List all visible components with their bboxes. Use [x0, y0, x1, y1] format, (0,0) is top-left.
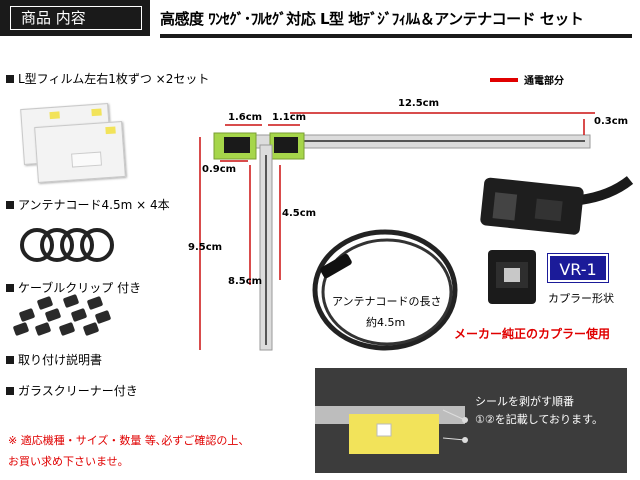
- dim-element-width: 0.3cm: [594, 116, 629, 127]
- bullet-icon: [6, 387, 14, 395]
- bullet-icon: [6, 201, 14, 209]
- dim-total-length: 12.5cm: [398, 98, 440, 109]
- dim-pad-height: 0.9cm: [202, 164, 237, 175]
- powered-part-legend-swatch: [490, 78, 518, 82]
- warning-line-1: ※ 適応機種・サイズ・数量 等､必ずご確認の上、: [8, 434, 250, 447]
- film-pad-right-core: [274, 137, 298, 153]
- contents-item-cable: アンテナコード4.5m × 4本: [6, 196, 170, 213]
- dim-long-vertical: 8.5cm: [228, 276, 263, 287]
- bullet-icon: [6, 284, 14, 292]
- header-label: 商品 内容: [10, 6, 142, 30]
- header-underline: [160, 34, 632, 38]
- connector-front-image: [488, 250, 536, 304]
- contents-item-cleaner: ガラスクリーナー付き: [6, 382, 138, 399]
- connector-image: [480, 176, 634, 235]
- antenna-cable-image: [312, 229, 458, 351]
- bullet-icon: [6, 75, 14, 83]
- cable-length-caption: アンテナコードの長さ: [332, 295, 442, 308]
- antenna-film-diagram: [199, 112, 595, 351]
- connector-shape-label: カプラー形状: [548, 292, 614, 305]
- warning-line-2: お買い求め下さいませ。: [8, 455, 129, 468]
- film-sheets-image: [14, 100, 144, 190]
- seal-order-photo: [315, 368, 627, 473]
- powered-part-legend-label: 通電部分: [524, 76, 564, 87]
- page-title: 高感度 ﾜﾝｾｸﾞ･ﾌﾙｾｸﾞ対応 L型 地ﾃﾞｼﾞﾌｨﾙﾑ＆アンテナコード セ…: [160, 10, 584, 28]
- dim-pad-left-width: 1.6cm: [228, 112, 263, 123]
- seal-order-line-1: シールを剥がす順番: [475, 395, 574, 408]
- genuine-connector-note: メーカー純正のカプラー使用: [454, 327, 611, 341]
- dim-pad-right-width: 1.1cm: [272, 112, 307, 123]
- connector-type-badge: VR-1: [547, 253, 609, 283]
- contents-item-film: L型フィルム左右1枚ずつ ×2セット: [6, 70, 209, 87]
- film-pad-left-core: [224, 137, 250, 153]
- cable-length-value: 約4.5m: [366, 316, 406, 329]
- contents-item-clip: ケーブルクリップ 付き: [6, 279, 141, 296]
- cable-clips-image: [12, 293, 112, 338]
- seal-order-line-2: ①②を記載しております。: [475, 413, 603, 426]
- dim-short-vertical: 4.5cm: [282, 208, 317, 219]
- contents-item-manual: 取り付け説明書: [6, 351, 102, 368]
- bullet-icon: [6, 356, 14, 364]
- dim-full-vertical: 9.5cm: [188, 242, 223, 253]
- antenna-cables-image: [18, 222, 128, 270]
